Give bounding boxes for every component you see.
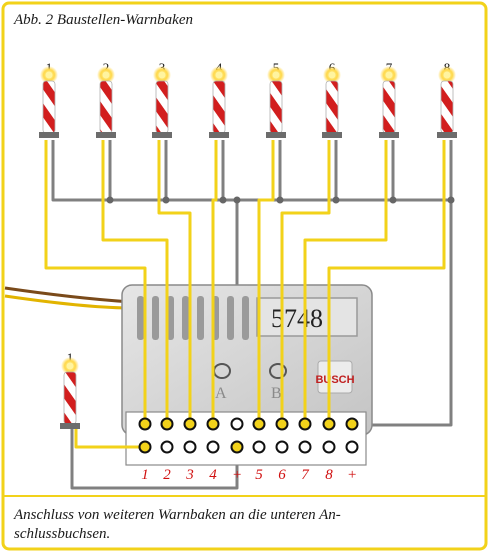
lower-socket: [206, 440, 220, 454]
terminal-label: 4: [209, 467, 217, 483]
upper-socket: [138, 417, 152, 431]
beacon-7: 7: [379, 60, 399, 138]
upper-socket: [252, 417, 266, 431]
beacon-wire: [101, 140, 169, 424]
beacon-wires: [44, 140, 446, 449]
lower-socket: [183, 440, 197, 454]
button-b-icon: [269, 363, 287, 379]
beacon-pole: [155, 80, 169, 134]
beacon-base: [39, 132, 59, 138]
beacon-pole: [269, 80, 283, 134]
beacon-wire: [327, 140, 446, 424]
lower-socket: [345, 440, 359, 454]
beacon-pole: [63, 371, 77, 425]
terminal-label: +: [347, 467, 357, 483]
lower-socket: [275, 440, 289, 454]
model-label-plate: [256, 297, 358, 337]
beacon-base: [266, 132, 286, 138]
beacon-wire: [303, 140, 388, 424]
beacon-pole: [382, 80, 396, 134]
beacon-6: 6: [322, 60, 342, 138]
extra-beacon: 1: [60, 350, 80, 429]
beacon-1: 1: [39, 60, 59, 138]
extra-beacon-wire: [74, 428, 145, 449]
ground-junctions: [106, 196, 455, 204]
svg-text:BUSCH: BUSCH: [315, 374, 354, 386]
upper-socket: [230, 417, 244, 431]
upper-socket: [322, 417, 336, 431]
beacon-5: 5: [266, 60, 286, 138]
beacon-3: 3: [152, 60, 172, 138]
busch-logo: BUSCH: [315, 360, 355, 394]
upper-socket: [275, 417, 289, 431]
beacon-pole: [212, 80, 226, 134]
control-module: 5748 A B BUSCH: [121, 284, 373, 466]
beacon-base: [60, 423, 80, 429]
beacon-base: [379, 132, 399, 138]
figure-caption-line-1: Anschluss von weiteren Warnbaken an die …: [13, 507, 341, 523]
lower-socket: [160, 440, 174, 454]
terminal-label: 6: [278, 467, 286, 483]
figure-title: Abb. 2 Baustellen-Warnbaken: [13, 12, 193, 28]
beacon-base: [96, 132, 116, 138]
beacon-base: [152, 132, 172, 138]
beacon-base: [322, 132, 342, 138]
terminal-sockets: [138, 417, 359, 454]
terminal-label: +: [232, 467, 242, 483]
beacon-pole: [99, 80, 113, 134]
terminal-label: 5: [255, 467, 263, 483]
upper-socket: [183, 417, 197, 431]
button-b-label: B: [271, 385, 282, 402]
terminal-label: 1: [141, 467, 149, 483]
beacon-wire: [280, 140, 331, 424]
upper-socket: [345, 417, 359, 431]
terminal-label: 7: [301, 467, 310, 483]
beacon-base: [209, 132, 229, 138]
beacon-wire: [257, 140, 275, 424]
button-a-label: A: [215, 385, 227, 402]
lower-socket: [252, 440, 266, 454]
upper-socket: [298, 417, 312, 431]
beacon-2: 2: [96, 60, 116, 138]
lower-socket: [298, 440, 312, 454]
supply-cable: [4, 286, 133, 310]
beacon-base: [437, 132, 457, 138]
lower-socket: [230, 440, 244, 454]
beacon-wire: [211, 140, 218, 424]
beacon-pole: [325, 80, 339, 134]
upper-socket: [206, 417, 220, 431]
beacon-8: 8: [437, 60, 457, 138]
upper-socket: [160, 417, 174, 431]
beacon-wire: [157, 140, 192, 424]
beacon-4: 4: [209, 60, 229, 138]
beacon-pole: [42, 80, 56, 134]
beacon-pole: [440, 80, 454, 134]
lower-socket: [322, 440, 336, 454]
terminal-label: 2: [163, 467, 171, 483]
terminal-label: 3: [185, 467, 194, 483]
figure-caption-line-2: schlussbuchsen.: [14, 526, 110, 542]
beacon-wire: [44, 140, 147, 424]
lower-socket: [138, 440, 152, 454]
terminal-label: 8: [325, 467, 333, 483]
model-number: 5748: [271, 304, 323, 333]
